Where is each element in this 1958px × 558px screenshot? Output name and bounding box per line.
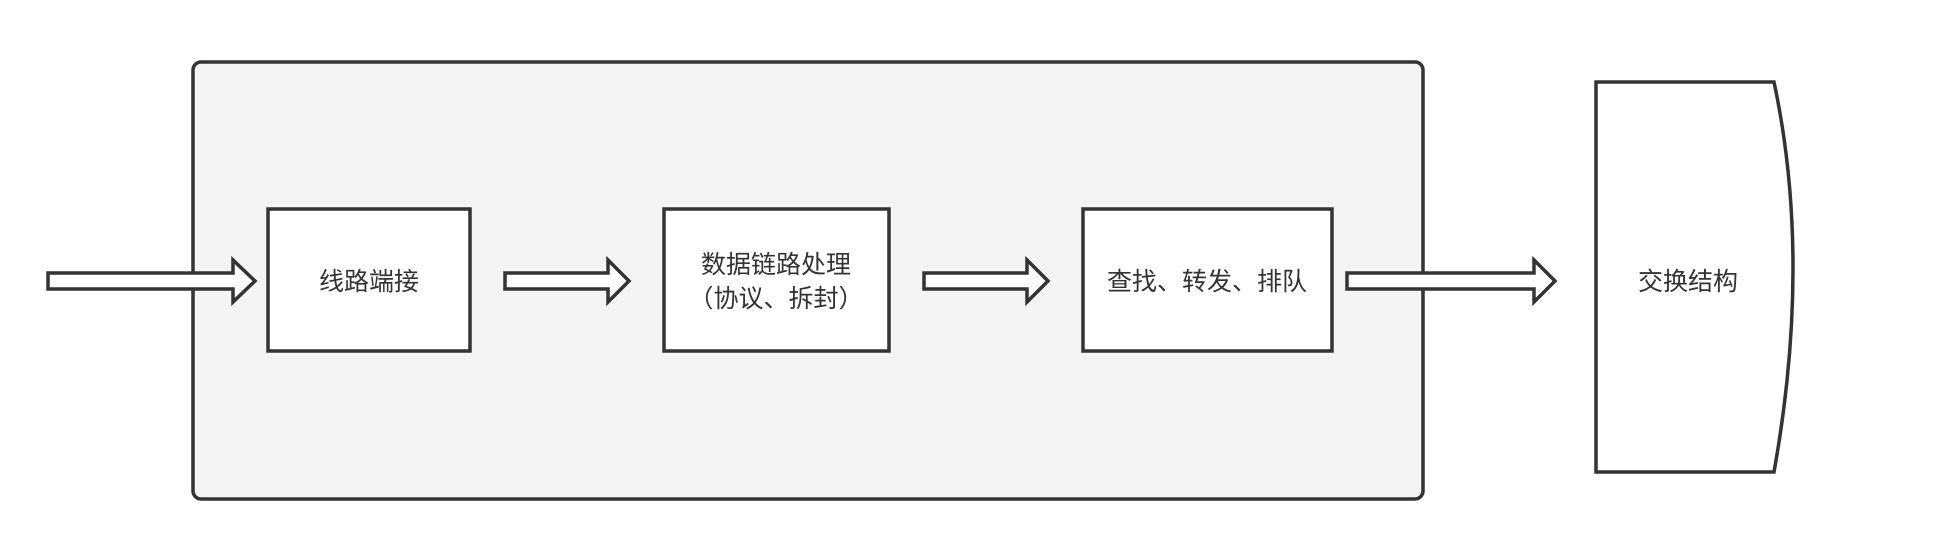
input-arrow bbox=[46, 255, 258, 307]
datalink-processing-box bbox=[662, 207, 891, 353]
datalink-processing-label-line2: （协议、拆封） bbox=[688, 284, 863, 313]
lookup-forward-queue-label: 查找、转发、排队 bbox=[1107, 267, 1307, 296]
arrow-datalink-to-lookup bbox=[922, 255, 1051, 307]
line-termination-box bbox=[266, 207, 472, 353]
lookup-forward-queue-box bbox=[1081, 207, 1334, 353]
switch-fabric-label: 交换结构 bbox=[1638, 267, 1738, 296]
line-termination-label: 线路端接 bbox=[319, 267, 419, 296]
datalink-processing-label-line1: 数据链路处理 bbox=[701, 250, 851, 279]
switch-fabric-shape bbox=[1594, 80, 1795, 474]
arrow-to-switch-fabric bbox=[1345, 255, 1558, 307]
arrow-termination-to-datalink bbox=[503, 255, 632, 307]
